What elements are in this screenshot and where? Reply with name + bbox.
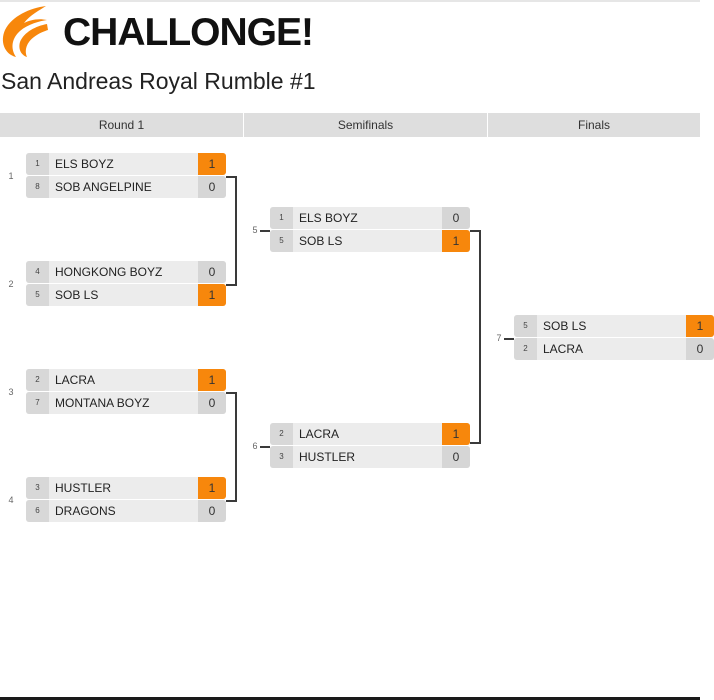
seed-badge: 3: [26, 477, 49, 499]
score-box: 0: [442, 207, 470, 229]
seed-badge: 6: [26, 500, 49, 522]
match-card-6[interactable]: 2 LACRA 1 3 HUSTLER 0: [270, 423, 470, 469]
match-card-4[interactable]: 3 HUSTLER 1 6 DRAGONS 0: [26, 477, 226, 523]
team-name: LACRA: [55, 373, 96, 387]
seed-badge: 5: [514, 315, 537, 337]
team-name: SOB LS: [55, 288, 99, 302]
round-header-semifinals: Semifinals: [244, 113, 487, 137]
score-box-winner: 1: [198, 477, 226, 499]
seed-badge: 5: [270, 230, 293, 252]
match-slot-top[interactable]: 1 ELS BOYZ 1: [26, 153, 226, 175]
score-box-winner: 1: [198, 284, 226, 306]
match-slot-top[interactable]: 3 HUSTLER 1: [26, 477, 226, 499]
match-number: 1: [8, 171, 14, 181]
match-slot-top[interactable]: 2 LACRA 1: [270, 423, 470, 445]
bracket-connector: [226, 284, 236, 286]
seed-badge: 3: [270, 446, 293, 468]
bracket-connector: [226, 500, 236, 502]
score-box: 0: [442, 446, 470, 468]
match-card-1[interactable]: 1 ELS BOYZ 1 8 SOB ANGELPINE 0: [26, 153, 226, 199]
bracket-connector: [235, 392, 237, 502]
match-card-2[interactable]: 4 HONGKONG BOYZ 0 5 SOB LS 1: [26, 261, 226, 307]
bottom-border: [0, 697, 700, 700]
seed-badge: 2: [26, 369, 49, 391]
match-card-5[interactable]: 1 ELS BOYZ 0 5 SOB LS 1: [270, 207, 470, 253]
match-number: 2: [8, 279, 14, 289]
match-slot-top[interactable]: 4 HONGKONG BOYZ 0: [26, 261, 226, 283]
match-number: 3: [8, 387, 14, 397]
score-box: 0: [198, 392, 226, 414]
team-name: SOB LS: [543, 319, 587, 333]
score-box-winner: 1: [442, 423, 470, 445]
score-box: 0: [686, 338, 714, 360]
match-card-3[interactable]: 2 LACRA 1 7 MONTANA BOYZ 0: [26, 369, 226, 415]
bracket-connector: [226, 176, 236, 178]
match-card-7[interactable]: 5 SOB LS 1 2 LACRA 0: [514, 315, 714, 361]
match-number: 5: [252, 225, 258, 235]
challonge-logo-icon[interactable]: [0, 4, 50, 58]
seed-badge: 5: [26, 284, 49, 306]
round-header-round-1: Round 1: [0, 113, 243, 137]
score-box-winner: 1: [442, 230, 470, 252]
team-name: HUSTLER: [299, 450, 356, 464]
team-name: SOB LS: [299, 234, 343, 248]
bracket-connector: [504, 338, 514, 340]
score-box-winner: 1: [686, 315, 714, 337]
score-box: 0: [198, 500, 226, 522]
match-number: 4: [8, 495, 14, 505]
team-name: LACRA: [543, 342, 584, 356]
match-slot-bottom[interactable]: 8 SOB ANGELPINE 0: [26, 176, 226, 198]
score-box-winner: 1: [198, 369, 226, 391]
bracket-connector: [479, 230, 481, 444]
seed-badge: 2: [514, 338, 537, 360]
match-slot-bottom[interactable]: 7 MONTANA BOYZ 0: [26, 392, 226, 414]
match-slot-top[interactable]: 5 SOB LS 1: [514, 315, 714, 337]
match-slot-bottom[interactable]: 5 SOB LS 1: [26, 284, 226, 306]
team-name: SOB ANGELPINE: [55, 180, 152, 194]
score-box-winner: 1: [198, 153, 226, 175]
team-name: HONGKONG BOYZ: [55, 265, 163, 279]
bracket-connector: [260, 230, 270, 232]
match-slot-top[interactable]: 2 LACRA 1: [26, 369, 226, 391]
seed-badge: 1: [26, 153, 49, 175]
team-name: HUSTLER: [55, 481, 112, 495]
match-slot-bottom[interactable]: 5 SOB LS 1: [270, 230, 470, 252]
brand-name[interactable]: CHALLONGE!: [63, 11, 314, 54]
match-number: 6: [252, 441, 258, 451]
bracket-connector: [470, 442, 480, 444]
match-slot-bottom[interactable]: 3 HUSTLER 0: [270, 446, 470, 468]
bracket-connector: [470, 230, 480, 232]
match-slot-bottom[interactable]: 2 LACRA 0: [514, 338, 714, 360]
seed-badge: 4: [26, 261, 49, 283]
bracket-connector: [235, 176, 237, 286]
bracket-connector: [226, 392, 236, 394]
seed-badge: 8: [26, 176, 49, 198]
seed-badge: 1: [270, 207, 293, 229]
round-header-finals: Finals: [488, 113, 700, 137]
team-name: DRAGONS: [55, 504, 116, 518]
team-name: LACRA: [299, 427, 340, 441]
match-number: 7: [496, 333, 502, 343]
score-box: 0: [198, 261, 226, 283]
score-box: 0: [198, 176, 226, 198]
top-border: [0, 0, 700, 2]
team-name: ELS BOYZ: [299, 211, 358, 225]
match-slot-bottom[interactable]: 6 DRAGONS 0: [26, 500, 226, 522]
match-slot-top[interactable]: 1 ELS BOYZ 0: [270, 207, 470, 229]
seed-badge: 2: [270, 423, 293, 445]
seed-badge: 7: [26, 392, 49, 414]
team-name: MONTANA BOYZ: [55, 396, 150, 410]
team-name: ELS BOYZ: [55, 157, 114, 171]
bracket-connector: [260, 446, 270, 448]
tournament-title: San Andreas Royal Rumble #1: [1, 68, 316, 94]
